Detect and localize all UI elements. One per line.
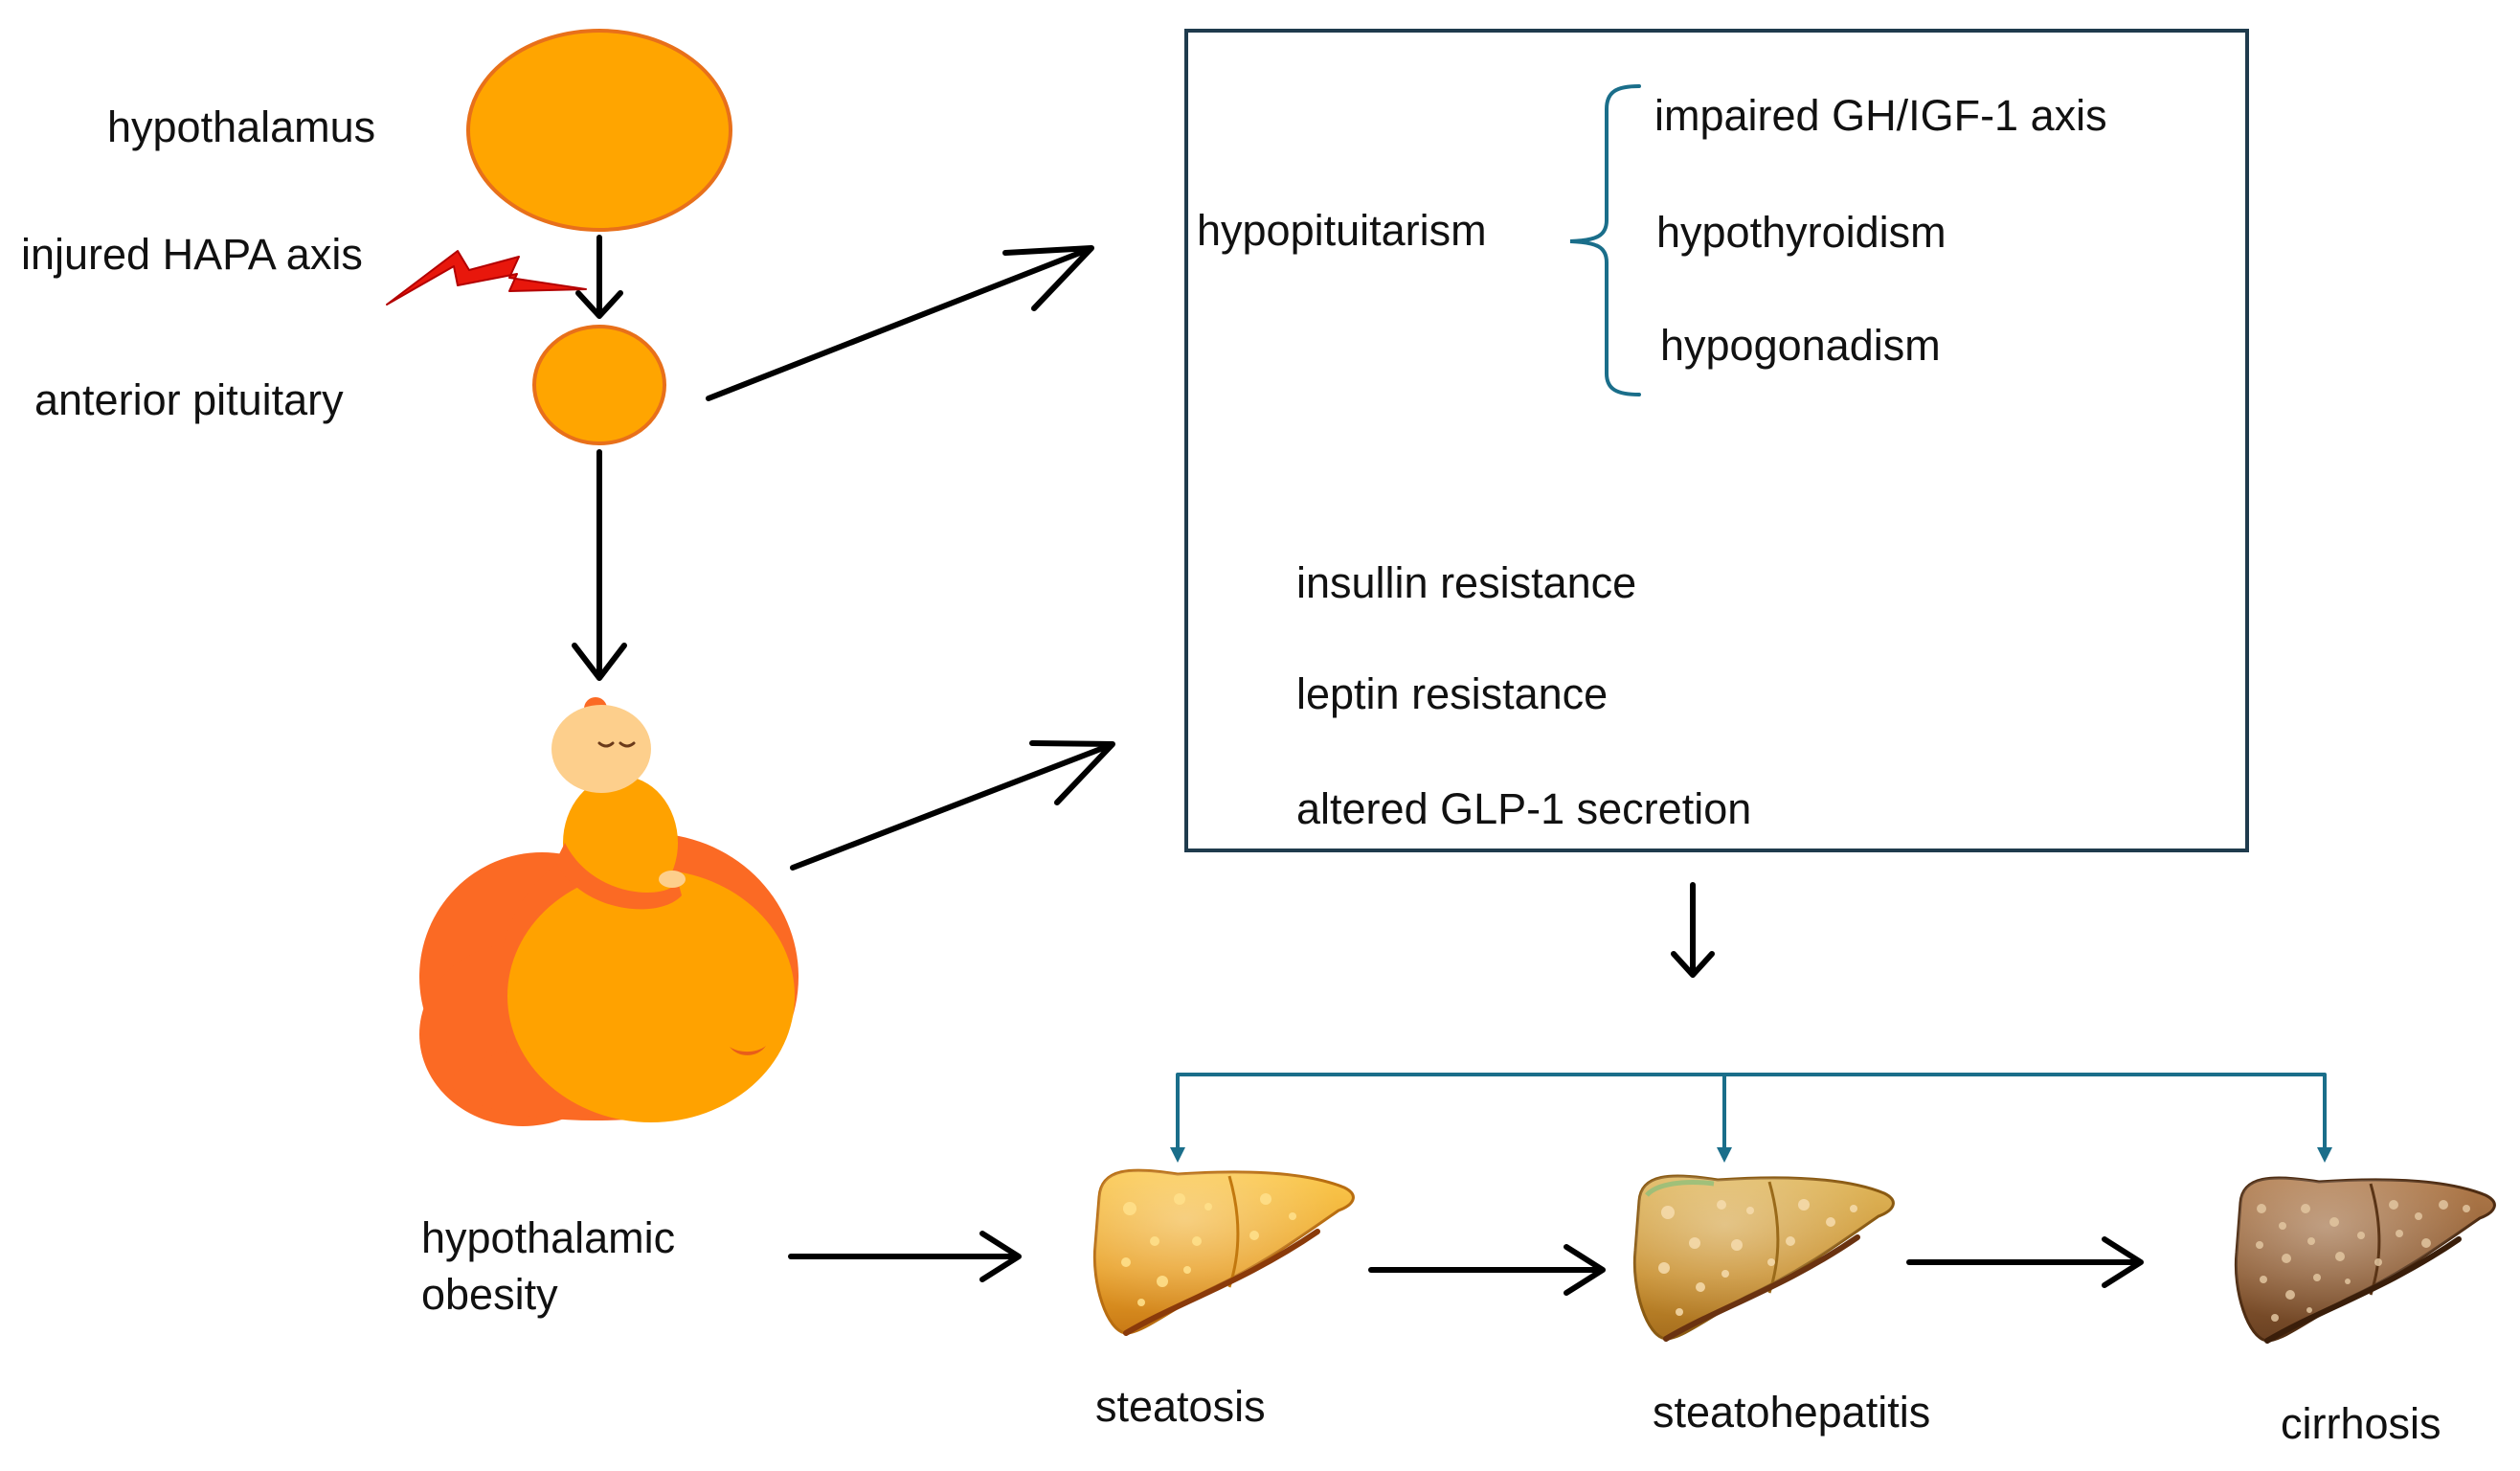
steatohepatitis-label: steatohepatitis	[1653, 1388, 1931, 1437]
gh-axis-label: impaired GH/IGF-1 axis	[1654, 91, 2107, 140]
hypothyroidism-label: hypothyroidism	[1656, 208, 1946, 257]
liver-icon	[2234, 1176, 2496, 1344]
insulin-resistance-label: insullin resistance	[1296, 558, 1637, 607]
arrow-hypothalamus-to-pituitary	[575, 235, 623, 319]
hypothalamus-label: hypothalamus	[107, 102, 376, 151]
steatosis-label: steatosis	[1095, 1382, 1266, 1431]
anterior-pituitary-shape	[532, 325, 666, 445]
liver-icon	[1092, 1168, 1355, 1336]
leptin-resistance-label: leptin resistance	[1296, 669, 1609, 718]
arrow-pituitary-to-box	[706, 245, 1094, 401]
hypopituitarism-brace	[1569, 84, 1641, 396]
arrow-pituitary-to-obesity	[572, 449, 627, 681]
hypopituitarism-label: hypopituitarism	[1197, 206, 1487, 255]
lightning-bolt-icon	[386, 250, 587, 306]
connector-arrowheads	[1170, 1147, 2332, 1163]
hypothalamus-shape	[466, 29, 732, 232]
injured-axis-label: injured HAPA axis	[21, 230, 363, 279]
arrow-box-to-liver	[1671, 882, 1715, 978]
liver-icon	[1632, 1174, 1895, 1342]
glp1-label: altered GLP-1 secretion	[1296, 784, 1752, 833]
obesity-label-line1: hypothalamic	[421, 1213, 676, 1262]
arrow-steatohepatitis-to-cirrhosis	[1906, 1236, 2144, 1288]
anterior-pituitary-label: anterior pituitary	[34, 375, 344, 424]
liver-stage-connector	[1176, 1073, 2327, 1153]
obese-person-icon	[419, 697, 799, 1126]
arrow-steatosis-to-steatohepatitis	[1368, 1244, 1606, 1296]
hypothalamic-obesity-label: hypothalamic obesity	[421, 1211, 675, 1323]
mechanisms-box	[1184, 29, 2249, 852]
hypogonadism-label: hypogonadism	[1660, 321, 1941, 370]
obesity-label-line2: obesity	[421, 1269, 558, 1319]
cirrhosis-label: cirrhosis	[2281, 1399, 2441, 1448]
arrow-obesity-to-steatosis	[788, 1231, 1022, 1282]
arrow-obesity-to-box	[790, 740, 1115, 871]
